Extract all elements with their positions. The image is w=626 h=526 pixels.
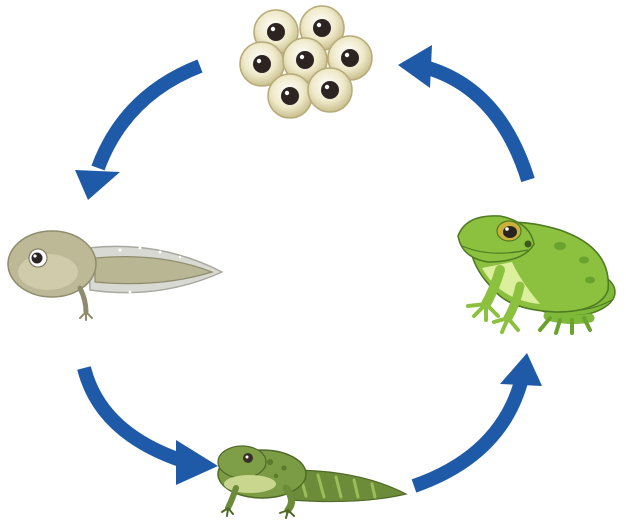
frog-egg bbox=[267, 73, 313, 119]
arrow-tadpole-to-froglet bbox=[77, 366, 218, 485]
arrow-froglet-to-frog bbox=[411, 353, 542, 493]
arrow-frog-to-eggs bbox=[398, 45, 535, 183]
adult-frog-icon bbox=[457, 215, 616, 335]
tadpole-icon bbox=[7, 230, 224, 321]
frog-eggs-icon bbox=[239, 5, 373, 119]
frog-egg bbox=[307, 67, 353, 113]
froglet-icon bbox=[217, 445, 408, 519]
arrow-eggs-to-tadpole bbox=[75, 59, 203, 200]
frog-egg bbox=[327, 35, 373, 81]
